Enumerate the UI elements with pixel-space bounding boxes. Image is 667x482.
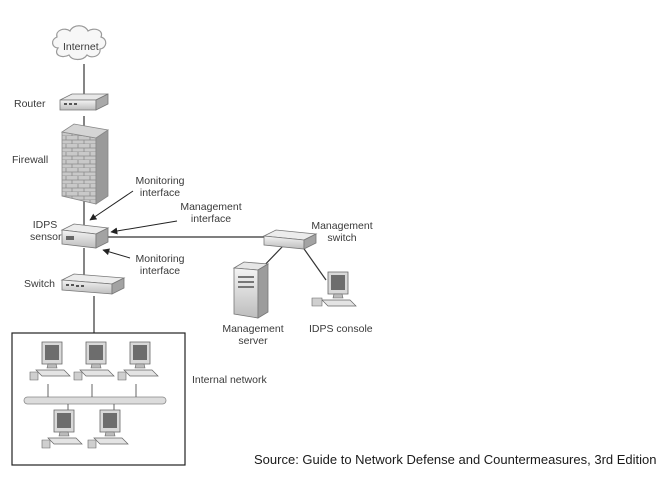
switch-label: Switch — [24, 278, 55, 290]
workstation-icon — [41, 409, 83, 449]
monitoring-interface-top-line2: interface — [139, 187, 181, 199]
idps-sensor-label: IDPS sensor — [30, 219, 62, 243]
monitoring-interface-bottom-line2: interface — [139, 265, 181, 277]
management-server-icon — [232, 261, 270, 319]
monitoring-interface-bottom-line1: Monitoring — [135, 253, 185, 265]
router-label: Router — [14, 98, 46, 110]
workstation-icon — [29, 341, 71, 381]
management-server-label: Management server — [218, 323, 288, 347]
management-switch-icon — [262, 229, 318, 250]
idps-sensor-line2: sensor — [30, 231, 62, 243]
management-interface-line1: Management — [180, 201, 242, 213]
idps-sensor-line1: IDPS — [32, 219, 58, 231]
management-interface-line2: interface — [190, 213, 232, 225]
idps-console-label: IDPS console — [309, 323, 373, 335]
idps-sensor-icon — [60, 223, 110, 249]
source-caption: Source: Guide to Network Defense and Cou… — [254, 452, 657, 467]
monitoring-interface-top-arrow — [89, 190, 134, 221]
monitoring-interface-bottom-label: Monitoring interface — [130, 253, 190, 277]
management-server-line2: server — [238, 335, 268, 347]
internal-network-label: Internal network — [192, 374, 267, 386]
management-switch-line2: switch — [327, 232, 357, 244]
monitoring-interface-bottom-arrow — [102, 248, 131, 259]
management-interface-label: Management interface — [178, 201, 244, 225]
internet-label: Internet — [63, 41, 99, 53]
workstation-icon — [87, 409, 129, 449]
internet-cloud-icon — [52, 25, 107, 61]
router-icon — [59, 93, 109, 111]
backbone-links — [83, 64, 327, 333]
switch-icon — [60, 273, 126, 295]
firewall-icon — [60, 123, 110, 205]
management-switch-line1: Management — [311, 220, 373, 232]
workstation-icon — [117, 341, 159, 381]
management-server-line1: Management — [222, 323, 284, 335]
firewall-label: Firewall — [12, 154, 49, 166]
idps-console-icon — [311, 271, 357, 307]
monitoring-interface-top-line1: Monitoring — [135, 175, 185, 187]
monitoring-interface-top-label: Monitoring interface — [130, 175, 190, 199]
management-switch-label: Management switch — [306, 220, 378, 244]
management-interface-arrow — [110, 220, 178, 235]
workstation-icon — [73, 341, 115, 381]
